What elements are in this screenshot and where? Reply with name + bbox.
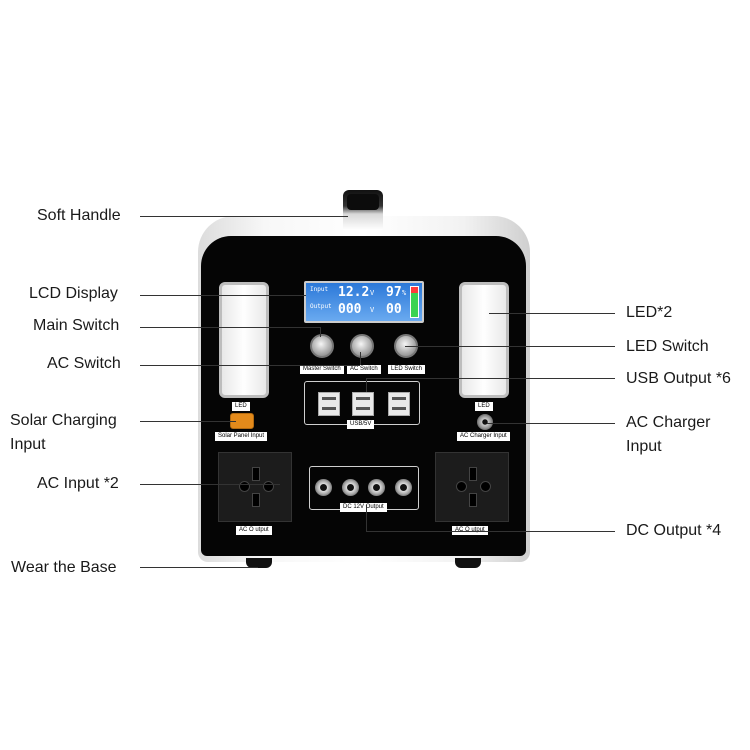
callout-ac-charger-line1: AC Charger xyxy=(626,414,711,431)
leader-wear-the-base xyxy=(140,567,258,568)
battery-level-icon xyxy=(410,286,419,318)
lcd-output-value-right: 00 xyxy=(386,302,402,317)
callout-led-switch: LED Switch xyxy=(626,338,709,355)
ac-outlet-left[interactable] xyxy=(218,452,292,522)
ac-charger-input-port[interactable] xyxy=(477,414,493,430)
solar-panel-input-label: Solar Panel Input xyxy=(215,432,268,441)
soft-handle xyxy=(343,190,383,230)
master-switch-label: Master Switch xyxy=(300,365,344,374)
lcd-output-label: Output xyxy=(310,303,332,310)
led-switch-label: LED Switch xyxy=(388,365,426,374)
callout-solar-charging-input: Solar Charging Input xyxy=(10,409,140,457)
leader-dc-output xyxy=(366,531,615,532)
lcd-battery-value: 97 xyxy=(386,285,402,300)
lcd-output-unit: V xyxy=(370,306,375,314)
leader-ac-switch xyxy=(140,365,360,366)
dc-port[interactable] xyxy=(395,479,412,496)
ac-switch-knob[interactable] xyxy=(350,334,374,358)
usb-port[interactable] xyxy=(388,392,410,416)
callout-usb-output: USB Output *6 xyxy=(626,370,731,387)
lcd-output-value: 000 xyxy=(338,302,362,317)
ac-output-label-left: AC O utput xyxy=(236,526,272,535)
leader-lcd-display xyxy=(140,295,306,296)
lcd-input-unit: V xyxy=(370,289,375,297)
callout-main-switch: Main Switch xyxy=(33,317,120,334)
callout-ac-charger-input: AC Charger Input xyxy=(626,411,750,459)
ac-outlet-right[interactable] xyxy=(435,452,509,522)
leader-solar-input xyxy=(140,421,236,422)
lcd-input-label: Input xyxy=(310,286,329,293)
callout-ac-input: AC Input *2 xyxy=(37,475,119,492)
base-foot-right xyxy=(455,558,481,568)
dc-port[interactable] xyxy=(368,479,385,496)
usb-label: USB/5V xyxy=(347,420,375,429)
dc-port[interactable] xyxy=(342,479,359,496)
callout-soft-handle: Soft Handle xyxy=(37,207,121,224)
base-foot-left xyxy=(246,558,272,568)
ac-charger-input-label: AC Charger Input xyxy=(457,432,510,441)
usb-port[interactable] xyxy=(318,392,340,416)
callout-wear-the-base: Wear the Base xyxy=(11,559,117,576)
callout-ac-switch: AC Switch xyxy=(47,355,121,372)
leader-ac-charger-input xyxy=(487,423,615,424)
ac-switch-label: AC Switch xyxy=(347,365,381,374)
dc-output-label: DC 12V Output xyxy=(340,503,387,512)
leader-soft-handle xyxy=(140,216,348,217)
callout-lcd-display: LCD Display xyxy=(29,285,118,302)
usb-port[interactable] xyxy=(352,392,374,416)
dc-port[interactable] xyxy=(315,479,332,496)
callout-solar-line2: Input xyxy=(10,436,46,453)
leader-led xyxy=(489,313,615,314)
leader-usb-output xyxy=(366,378,615,379)
lcd-input-value: 12.2 xyxy=(338,285,370,300)
led-light-left xyxy=(219,282,269,398)
handle-grip xyxy=(347,194,379,210)
ac-output-label-right: AC O utput xyxy=(452,526,488,535)
lcd-battery-unit: % xyxy=(402,289,407,297)
master-switch-knob[interactable] xyxy=(310,334,334,358)
leader-led-switch xyxy=(405,346,615,347)
callout-ac-charger-line2: Input xyxy=(626,438,662,455)
lcd-display: Input Output 12.2 V 000 V 97 % 00 xyxy=(304,281,424,323)
leader-ac-input xyxy=(140,484,280,485)
led-label-right: LED xyxy=(475,402,493,411)
led-light-right xyxy=(459,282,509,398)
led-label-left: LED xyxy=(232,402,250,411)
callout-led: LED*2 xyxy=(626,304,673,321)
callout-solar-line1: Solar Charging xyxy=(10,412,117,429)
callout-dc-output: DC Output *4 xyxy=(626,522,722,539)
leader-main-switch xyxy=(140,327,320,328)
